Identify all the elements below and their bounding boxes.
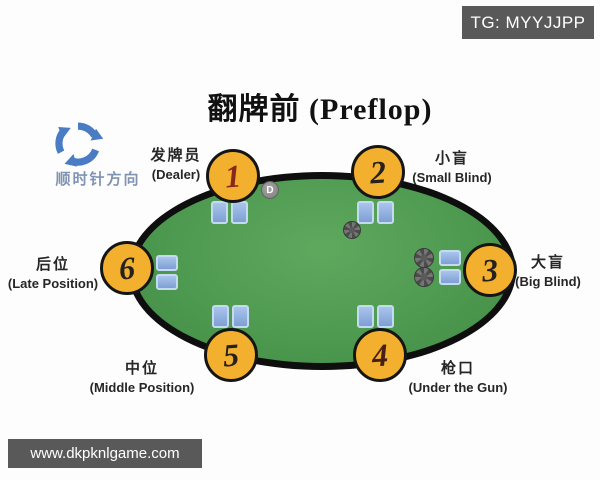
seat-4-under-the-gun: 4 — [353, 328, 407, 382]
card-back-icon — [377, 201, 394, 224]
label-dealer-en: (Dealer) — [151, 167, 201, 183]
player-cards-seat3 — [439, 250, 461, 285]
seat-1-dealer: 1 — [206, 149, 260, 203]
big-blind-chip-icon — [414, 248, 434, 268]
seat-5-middle-position: 5 — [204, 328, 258, 382]
card-back-icon — [156, 274, 178, 290]
label-small-blind-zh: 小盲 — [434, 150, 469, 167]
big-blind-chip-icon — [414, 267, 434, 287]
card-back-icon — [211, 201, 228, 224]
label-under-the-gun: 枪口 (Under the Gun) — [388, 359, 528, 397]
label-late-position-zh: 后位 — [35, 256, 70, 273]
label-middle-position: 中位 (Middle Position) — [72, 359, 212, 397]
tg-badge: TG: MYYJJPP — [462, 6, 594, 39]
label-dealer: 发牌员 (Dealer) — [116, 146, 236, 184]
label-big-blind-zh: 大盲 — [530, 254, 565, 271]
dealer-button-icon: D — [261, 181, 279, 199]
label-dealer-zh: 发牌员 — [150, 147, 202, 164]
label-under-the-gun-zh: 枪口 — [440, 360, 475, 377]
card-back-icon — [232, 305, 249, 328]
card-back-icon — [156, 255, 178, 271]
seat-number: 6 — [117, 249, 137, 287]
label-big-blind-en: (Big Blind) — [515, 274, 581, 290]
label-late-position-en: (Late Position) — [7, 276, 99, 292]
small-blind-chip-icon — [343, 221, 361, 239]
label-big-blind: 大盲 (Big Blind) — [488, 253, 600, 291]
label-middle-position-zh: 中位 — [124, 360, 159, 377]
website-badge: www.dkpknlgame.com — [8, 439, 202, 468]
card-back-icon — [377, 305, 394, 328]
card-back-icon — [439, 250, 461, 266]
label-small-blind-en: (Small Blind) — [412, 170, 492, 186]
seat-number: 4 — [370, 336, 390, 374]
seat-number: 2 — [368, 153, 388, 191]
label-small-blind: 小盲 (Small Blind) — [392, 149, 512, 187]
clockwise-label: 顺时针方向 — [55, 171, 141, 188]
card-back-icon — [212, 305, 229, 328]
seat-3-big-blind: 3 — [463, 243, 517, 297]
card-back-icon — [357, 305, 374, 328]
player-cards-seat6 — [156, 255, 178, 290]
card-back-icon — [231, 201, 248, 224]
player-cards-seat5 — [212, 305, 249, 328]
page-title: 翻牌前 (Preflop) — [207, 93, 433, 126]
player-cards-seat1 — [211, 201, 248, 224]
card-back-icon — [357, 201, 374, 224]
label-middle-position-en: (Middle Position) — [89, 380, 195, 396]
card-back-icon — [439, 269, 461, 285]
player-cards-seat4 — [357, 305, 394, 328]
clockwise-cycle-icon — [55, 122, 104, 167]
player-cards-seat2 — [357, 201, 394, 224]
seat-number: 5 — [221, 336, 241, 374]
label-late-position: 后位 (Late Position) — [0, 255, 113, 293]
label-under-the-gun-en: (Under the Gun) — [408, 380, 508, 396]
seat-6-late-position: 6 — [100, 241, 154, 295]
seat-2-small-blind: 2 — [351, 145, 405, 199]
